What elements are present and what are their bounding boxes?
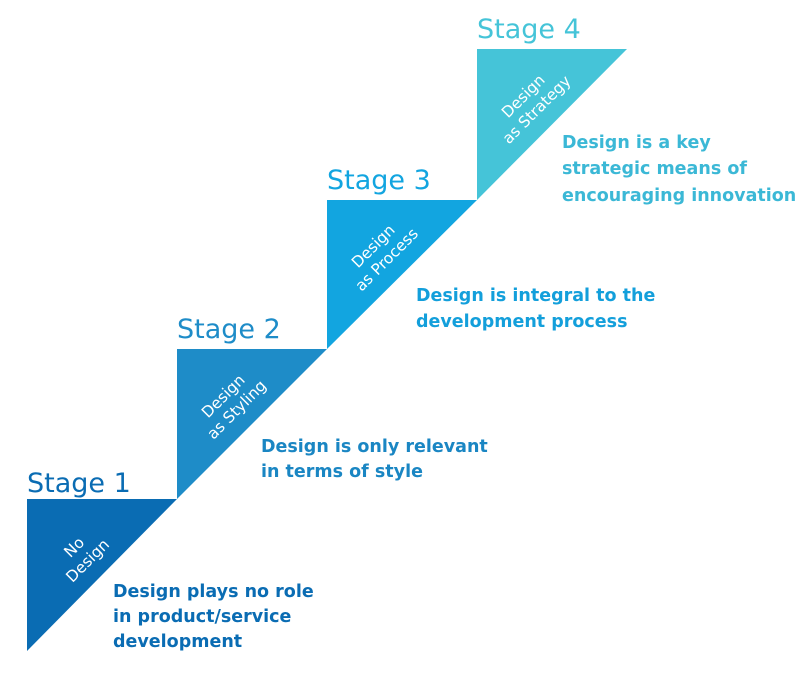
stage-2-step [177, 349, 327, 499]
stage-4-description-line-2: strategic means of [562, 159, 747, 179]
stage-4-description: Design is a key strategic means of encou… [562, 133, 795, 206]
stage-2-title: Stage 2 [177, 314, 281, 345]
stage-1-description-line-2: in product/service [113, 607, 292, 627]
stage-3-step [327, 200, 477, 349]
stage-3: Stage 3 Design as Process Design is inte… [327, 165, 655, 349]
stage-3-description-line-2: development process [416, 312, 628, 332]
stage-1-description-line-1: Design plays no role [113, 582, 314, 602]
stage-2: Stage 2 Design as Styling Design is only… [177, 314, 488, 499]
stage-3-description: Design is integral to the development pr… [416, 286, 655, 332]
stage-4-step [477, 49, 627, 200]
stage-3-description-line-1: Design is integral to the [416, 286, 655, 306]
stage-4: Stage 4 Design as Strategy Design is a k… [477, 14, 795, 206]
stage-4-title: Stage 4 [477, 14, 581, 45]
stage-1-description: Design plays no role in product/service … [113, 582, 314, 652]
stage-1-title: Stage 1 [27, 468, 131, 499]
stage-1: Stage 1 No Design Design plays no role i… [27, 468, 314, 652]
stage-2-description: Design is only relevant in terms of styl… [261, 437, 488, 482]
stage-4-description-line-3: encouraging innovation [562, 186, 795, 206]
stage-2-description-line-2: in terms of style [261, 462, 423, 482]
stage-3-title: Stage 3 [327, 165, 431, 196]
stage-1-description-line-3: development [113, 632, 242, 652]
stage-2-description-line-1: Design is only relevant [261, 437, 488, 457]
stage-1-step [27, 499, 177, 651]
stage-4-description-line-1: Design is a key [562, 133, 711, 153]
